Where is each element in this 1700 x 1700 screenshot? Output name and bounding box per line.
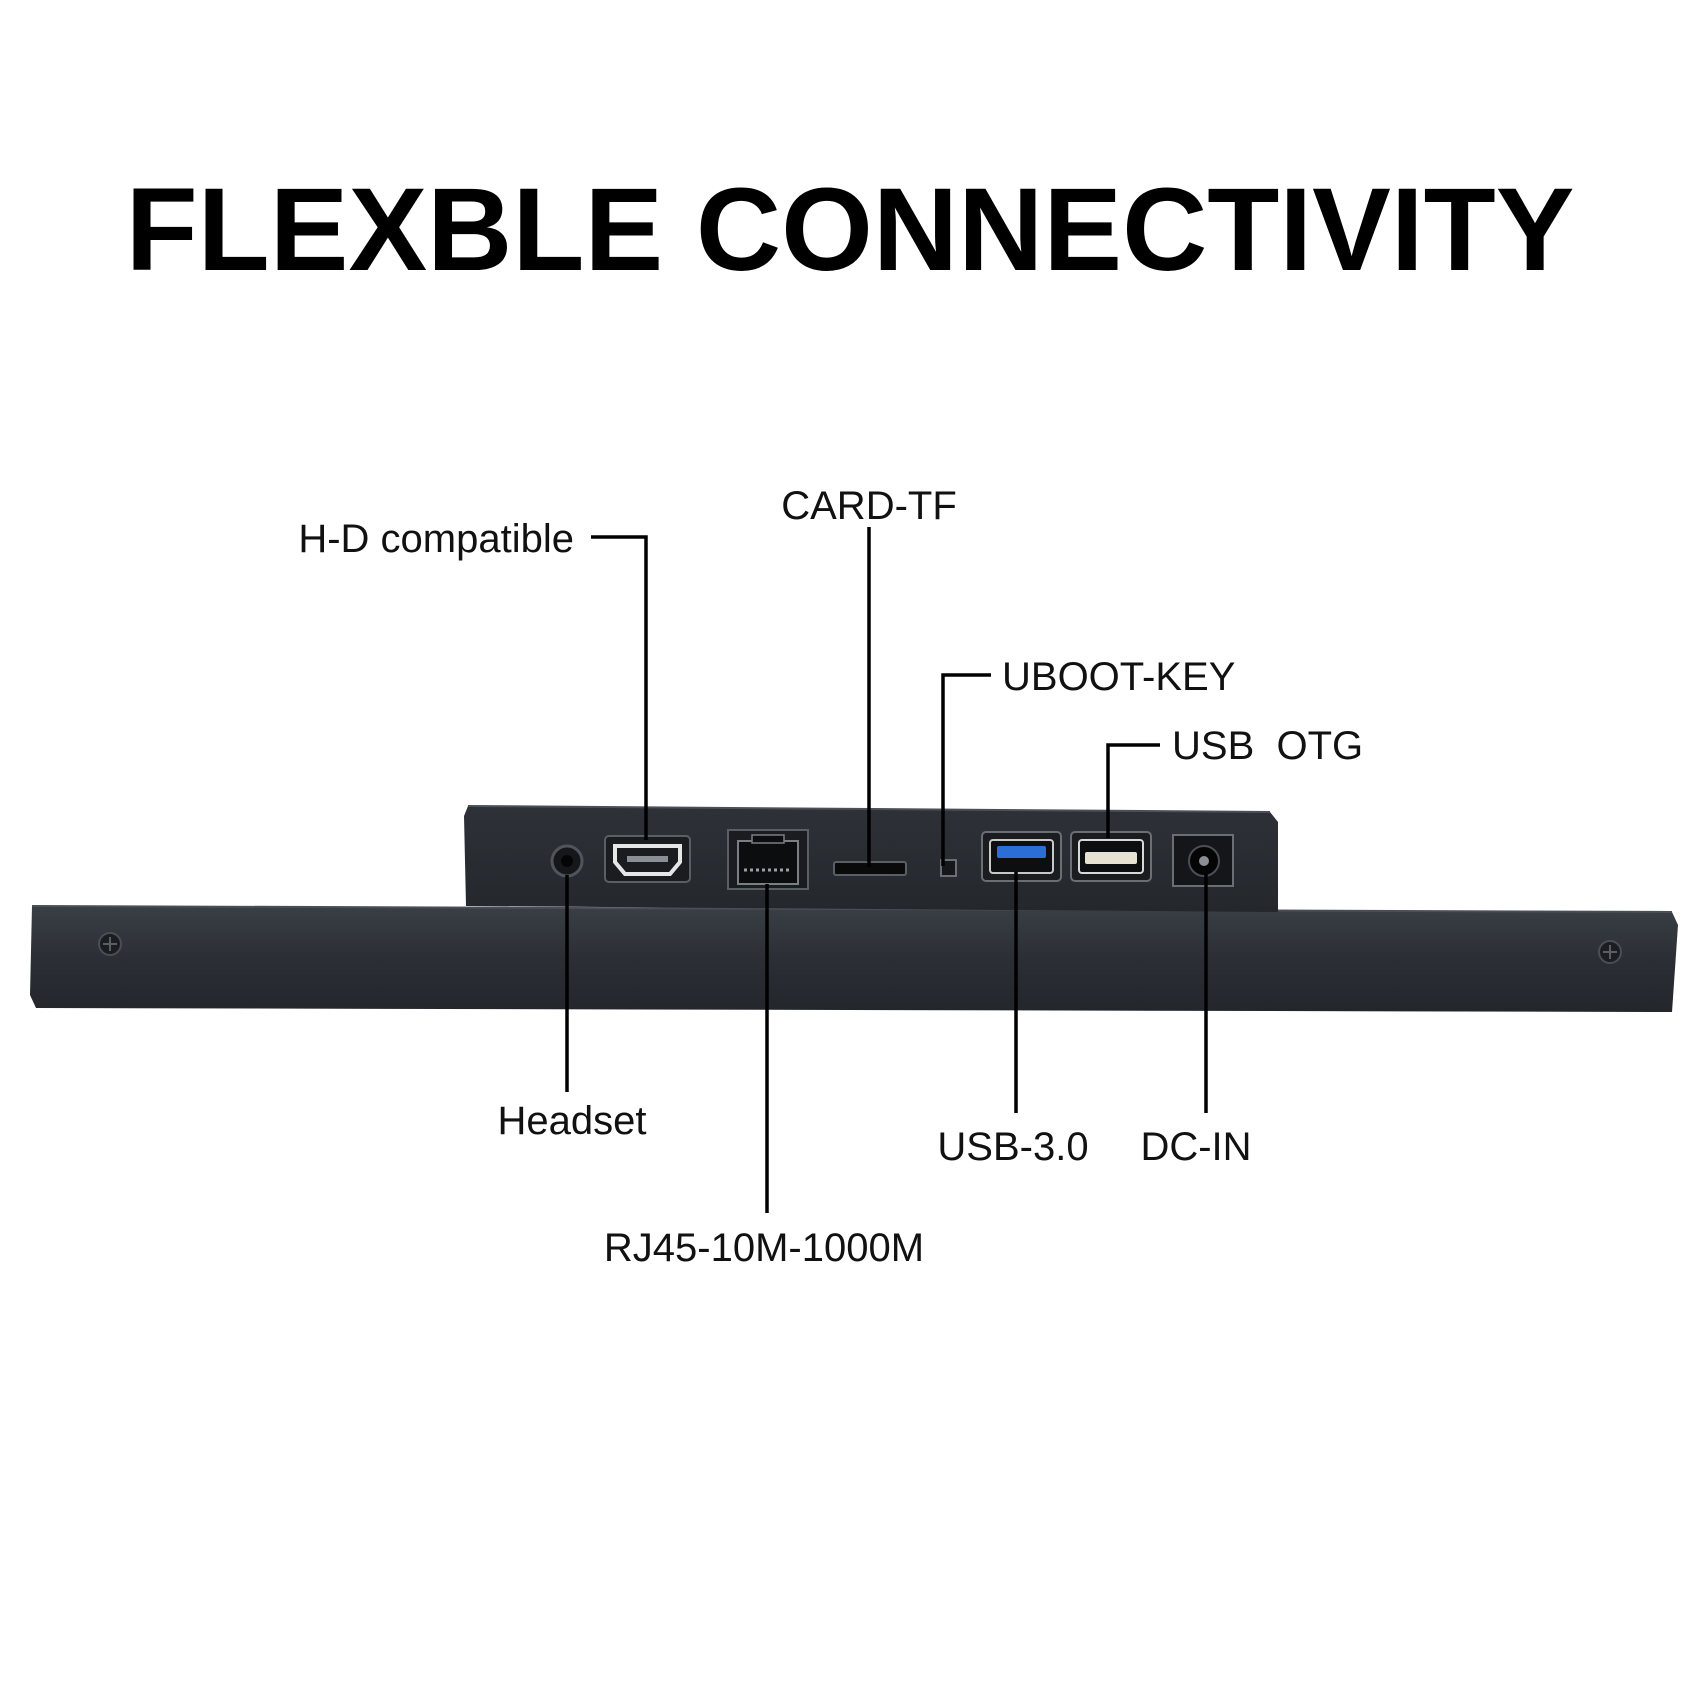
device-panel — [30, 905, 1678, 1012]
screw-icon — [1598, 940, 1622, 964]
hd-leader-line — [591, 535, 648, 840]
usb3-port-icon — [981, 831, 1062, 882]
label-usb-otg: USB OTG — [1172, 724, 1363, 768]
dc-jack-icon — [1172, 834, 1234, 887]
usb-otg-port-icon — [1070, 831, 1152, 882]
label-headset: Headset — [498, 1099, 647, 1143]
label-card-tf: CARD-TF — [781, 484, 957, 528]
page-title: FLEXBLE CONNECTIVITY — [126, 164, 1575, 296]
otg-leader-line — [1106, 743, 1160, 838]
label-uboot-key: UBOOT-KEY — [1002, 655, 1235, 699]
audio-jack-icon — [550, 844, 584, 878]
uboot-leader-line — [941, 673, 991, 866]
hdmi-port-icon — [604, 835, 691, 883]
label-hd-compatible: H-D compatible — [298, 517, 574, 561]
label-usb-3: USB-3.0 — [937, 1125, 1088, 1169]
ethernet-port-icon — [727, 829, 809, 890]
screw-icon — [98, 932, 122, 956]
port-box — [464, 805, 1278, 912]
label-rj45: RJ45-10M-1000M — [604, 1226, 924, 1270]
label-dc-in: DC-IN — [1140, 1125, 1251, 1169]
